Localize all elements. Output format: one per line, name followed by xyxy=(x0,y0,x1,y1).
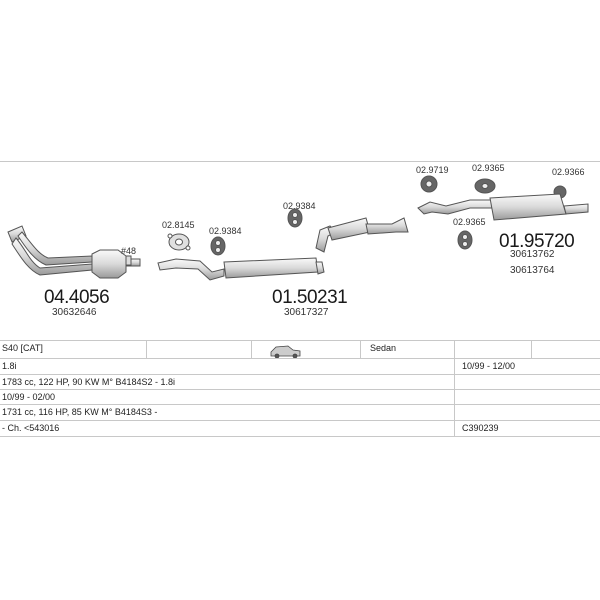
date-range-2: 10/99 - 02/00 xyxy=(2,392,56,402)
engine-short: 1.8i xyxy=(2,361,17,371)
oe-number-rear-silencer-2: 30613764 xyxy=(510,265,555,276)
middle-silencer-part[interactable] xyxy=(157,217,409,281)
part-number-middle-silencer: 01.50231 xyxy=(272,287,348,308)
sedan-car-icon xyxy=(270,345,301,359)
oe-number-catalytic: 30632646 xyxy=(52,307,97,318)
gasket-28145-part[interactable] xyxy=(167,233,191,251)
vehicle-model: S40 [CAT] xyxy=(2,343,43,353)
date-range: 10/99 - 12/00 xyxy=(462,361,516,371)
table-col-divider-5 xyxy=(531,340,532,358)
catalog-code: C390239 xyxy=(462,423,499,433)
table-rule-7 xyxy=(0,436,600,437)
table-col-divider-4 xyxy=(454,340,455,436)
rubber-hanger-29365-part-2[interactable] xyxy=(457,230,473,250)
rubber-hanger-29365-part-1[interactable] xyxy=(474,178,496,194)
table-rule-5 xyxy=(0,404,600,405)
oe-number-middle-silencer: 30617327 xyxy=(284,307,329,318)
table-col-divider-1 xyxy=(146,340,147,358)
chassis-info: - Ch. <543016 xyxy=(2,423,60,433)
rear-silencer-part[interactable] xyxy=(417,193,589,221)
table-rule-2 xyxy=(0,358,600,359)
engine-spec-1: 1783 cc, 122 HP, 90 KW M° B4184S2 - 1.8i xyxy=(2,377,176,387)
table-rule-3 xyxy=(0,374,600,375)
table-col-divider-2 xyxy=(251,340,252,358)
accessory-label-48: #48 xyxy=(121,246,137,256)
vehicle-body: Sedan xyxy=(370,343,397,353)
table-rule-1 xyxy=(0,340,600,341)
engine-spec-2: 1731 cc, 116 HP, 85 KW M° B4184S3 - xyxy=(2,407,158,417)
accessory-label-29366: 02.9366 xyxy=(552,167,585,177)
accessory-label-29719: 02.9719 xyxy=(416,165,449,175)
table-col-divider-3 xyxy=(360,340,361,358)
part-number-catalytic: 04.4056 xyxy=(44,287,110,308)
rubber-hanger-29719-part[interactable] xyxy=(420,175,438,193)
rubber-hanger-29384-part-1[interactable] xyxy=(210,236,226,256)
clamp-48-part[interactable] xyxy=(125,255,132,266)
accessory-label-29365-1: 02.9365 xyxy=(472,163,505,173)
top-rule xyxy=(0,161,600,162)
part-number-rear-silencer: 01.95720 xyxy=(499,231,575,252)
catalytic-converter-part[interactable] xyxy=(7,225,141,279)
accessory-label-29384-1: 02.9384 xyxy=(209,226,242,236)
oe-number-rear-silencer-1: 30613762 xyxy=(510,249,555,260)
rubber-hanger-29384-part-2[interactable] xyxy=(287,208,303,228)
accessory-label-28145: 02.8145 xyxy=(162,220,195,230)
accessory-label-29384-2: 02.9384 xyxy=(283,201,316,211)
accessory-label-29365-2: 02.9365 xyxy=(453,217,486,227)
table-rule-6 xyxy=(0,420,600,421)
table-rule-4 xyxy=(0,389,600,390)
